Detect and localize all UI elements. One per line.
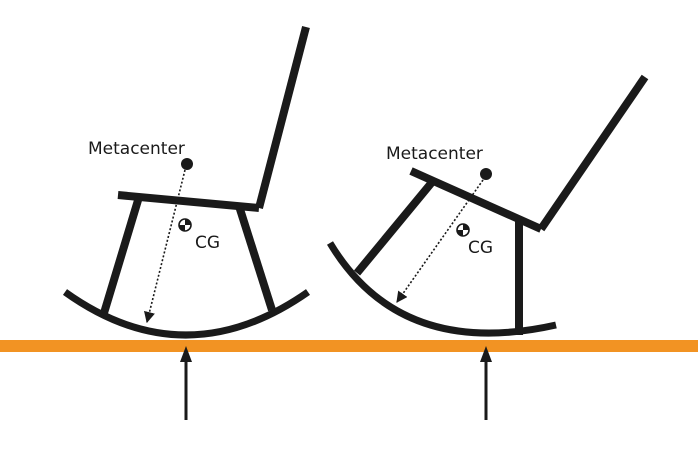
- left-cg-label: CG: [195, 233, 220, 253]
- left-chair-backrest: [255, 25, 310, 210]
- left-force-arrowhead: [180, 346, 192, 362]
- right-chair: Metacenter CG: [326, 74, 649, 420]
- left-metacenter-label: Metacenter: [88, 139, 185, 159]
- left-metacenter-point: [181, 158, 193, 170]
- left-cg-symbol: [178, 218, 192, 232]
- right-metacenter-label: Metacenter: [386, 144, 483, 164]
- right-cg-symbol: [456, 223, 470, 237]
- left-chair-rocker: [62, 289, 311, 339]
- left-chair: Metacenter CG: [62, 25, 311, 420]
- ground-line: [0, 340, 698, 352]
- left-chair-front-leg: [100, 195, 143, 315]
- right-chair-backrest: [537, 74, 649, 232]
- left-chair-seat: [117, 191, 260, 212]
- right-dotted-line: [396, 179, 484, 303]
- right-cg-label: CG: [468, 238, 493, 258]
- right-force-arrowhead: [480, 346, 492, 362]
- left-dotted-line: [144, 169, 186, 324]
- left-chair-rear-leg: [235, 204, 276, 312]
- right-metacenter-point: [480, 168, 492, 180]
- right-chair-front-leg: [353, 178, 437, 276]
